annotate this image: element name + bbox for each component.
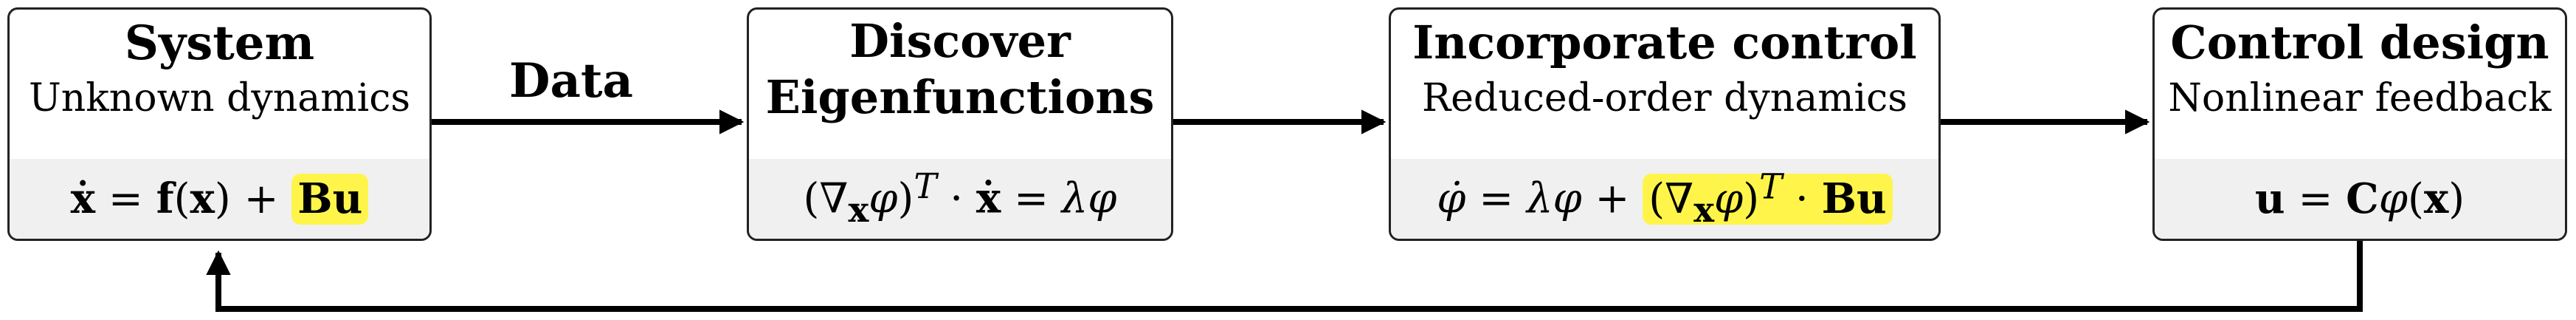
node-incorporate-title: Incorporate control bbox=[1412, 16, 1917, 69]
node-control-subtitle: Nonlinear feedback bbox=[2168, 76, 2552, 120]
node-incorporate-equation-area: φ̇ = λφ + (∇xφ)T · Bu bbox=[1391, 159, 1938, 239]
node-system-subtitle: Unknown dynamics bbox=[28, 76, 411, 120]
node-system-title: System bbox=[124, 16, 315, 71]
node-incorporate: Incorporate control Reduced-order dynami… bbox=[1389, 7, 1941, 241]
node-discover-equation-area: (∇xφ)T · ẋ = λφ bbox=[749, 159, 1171, 239]
node-control-equation: u = Cφ(x) bbox=[2254, 174, 2465, 223]
node-discover-title-line1: Discover bbox=[849, 14, 1071, 68]
node-control: Control design Nonlinear feedback u = Cφ… bbox=[2152, 7, 2567, 241]
node-discover-equation: (∇xφ)T · ẋ = λφ bbox=[803, 167, 1117, 231]
edge-label-data: Data bbox=[509, 53, 633, 109]
node-discover-title-line2: Eigenfunctions bbox=[765, 70, 1155, 124]
node-system-equation: ẋ = f(x) + Bu bbox=[71, 174, 369, 225]
node-system: System Unknown dynamics ẋ = f(x) + Bu bbox=[7, 7, 432, 241]
node-discover: Discover Eigenfunctions (∇xφ)T · ẋ = λφ bbox=[747, 7, 1173, 241]
node-incorporate-subtitle: Reduced-order dynamics bbox=[1422, 76, 1907, 120]
highlight-grad-phi-Bu: (∇xφ)T · Bu bbox=[1643, 167, 1893, 231]
arrow-control-to-system bbox=[206, 241, 2363, 312]
node-system-equation-area: ẋ = f(x) + Bu bbox=[10, 159, 429, 239]
node-control-equation-area: u = Cφ(x) bbox=[2155, 159, 2565, 239]
highlight-Bu: Bu bbox=[291, 174, 369, 225]
node-incorporate-equation: φ̇ = λφ + (∇xφ)T · Bu bbox=[1437, 167, 1893, 231]
node-control-title: Control design bbox=[2170, 16, 2549, 69]
